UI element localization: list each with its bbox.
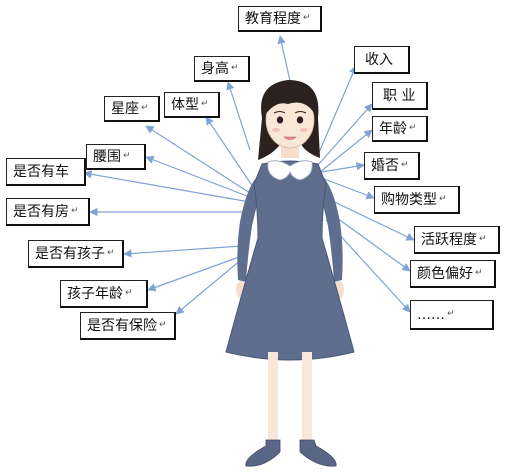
label-shopping-type: 购物类型↵ [374,186,460,214]
label-has-insurance: 是否有保险↵ [80,312,176,340]
eye-left [276,116,284,124]
arrow-constellation [145,125,254,196]
hair-bangs [263,86,317,116]
label-has-children: 是否有孩子↵ [28,240,124,268]
eye-right [296,116,304,124]
label-income: 收入 [354,46,410,74]
arrow-waist [145,155,253,199]
label-child-age: 孩子年龄↵ [60,280,148,308]
shoe-left [245,439,281,467]
arrow-body-type [205,116,256,191]
dress [225,160,355,361]
arrow-occupation [317,103,373,166]
label-waist: 腰围↵ [86,144,146,170]
label-height: 身高↵ [194,56,250,82]
arm-left [237,178,262,282]
arrow-marriage [321,162,365,173]
label-activity: 活跃程度↵ [414,226,500,254]
arrow-color-pref [325,209,411,272]
shoe-right [299,439,337,467]
label-color-pref: 颜色偏好↵ [410,260,496,288]
woman-illustration [225,80,355,467]
label-has-house: 是否有房↵ [6,198,90,226]
label-age: 年龄↵ [372,116,428,142]
arrow-income [317,65,357,156]
arrow-child-age [147,255,243,292]
mouth [283,136,297,140]
arrow-has-insurance [175,253,249,315]
arrows [83,35,415,315]
label-has-car: 是否有车 [6,158,86,186]
label-body-type: 体型↵ [164,92,220,118]
arrow-has-car [83,170,251,203]
arrow-has-children [123,245,243,258]
arrow-age [319,129,373,173]
label-marriage: 婚否↵ [364,152,420,180]
label-constellation: 星座↵ [104,96,160,122]
label-education: 教育程度↵ [238,6,322,32]
collar [267,160,313,181]
arm-right [318,178,343,282]
label-more: ……↵ [410,300,494,330]
leg-right [302,352,312,442]
arrow-activity [325,197,415,241]
label-occupation: 职 业 [372,82,428,110]
arrow-height [226,81,251,151]
arrow-shopping [321,177,375,200]
leg-left [268,352,278,442]
